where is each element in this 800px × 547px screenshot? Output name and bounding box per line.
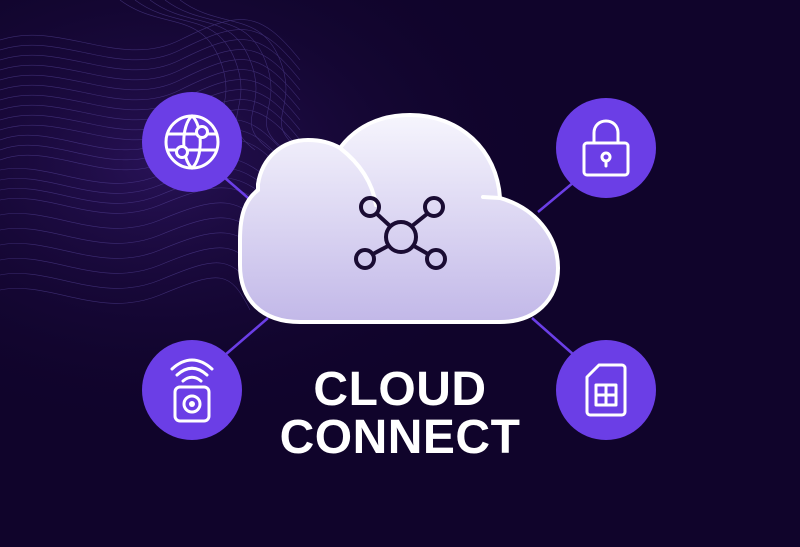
title-line-2: CONNECT	[279, 411, 521, 464]
connector-bottom-right	[531, 317, 575, 356]
connector-bottom-left	[224, 317, 269, 356]
sim-card-icon	[585, 363, 627, 417]
network-hub-icon	[354, 196, 447, 270]
node-sim	[556, 340, 656, 440]
node-globe	[142, 92, 242, 192]
padlock-icon	[582, 119, 630, 177]
node-beacon	[142, 340, 242, 440]
node-lock	[556, 98, 656, 198]
connector-top-right	[537, 181, 575, 213]
title-line-1: CLOUD	[313, 363, 487, 416]
globe-network-icon	[164, 114, 220, 170]
wireless-beacon-icon	[170, 358, 214, 423]
